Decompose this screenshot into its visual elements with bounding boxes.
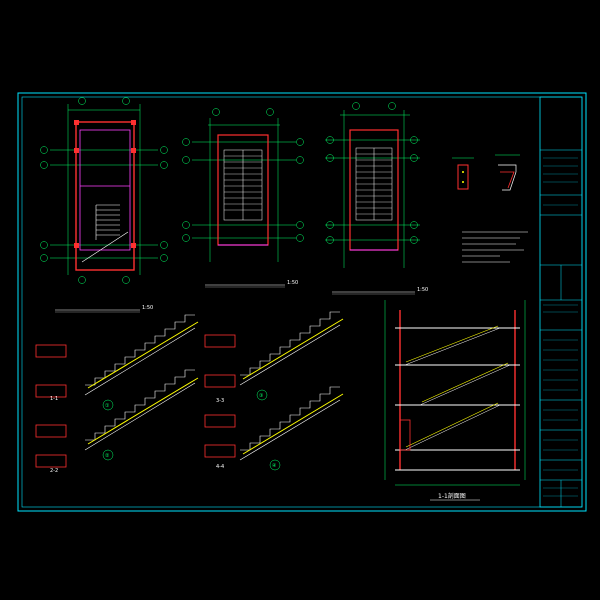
plan-1-scale: 1:50 (142, 305, 153, 311)
section-title: 1-1剖面图 (438, 492, 466, 500)
title-block (539, 96, 583, 508)
section-label-3: 3-3 (216, 398, 224, 404)
section-label-4: 4-4 (216, 464, 224, 470)
general-notes (462, 231, 528, 263)
section-label-1: 1-1 (50, 396, 58, 402)
stair-plan-1 (40, 97, 168, 313)
detail-mark-2: ② (105, 453, 110, 459)
detail-mark-3: ③ (259, 393, 263, 399)
plan-3-scale: 1:50 (417, 287, 428, 293)
stair-plan-3 (325, 102, 420, 295)
detail-mark-1: ① (105, 403, 110, 409)
detail-mark-4: ④ (272, 463, 277, 469)
stair-plan-2 (182, 108, 304, 288)
plan-2-scale: 1:50 (287, 280, 298, 286)
column-detail (452, 154, 520, 191)
stair-section-1-1: 1-1剖面图 (384, 300, 526, 501)
sheet-frame (17, 92, 587, 512)
stair-flight-details (35, 311, 344, 471)
section-label-2: 2-2 (50, 468, 58, 474)
